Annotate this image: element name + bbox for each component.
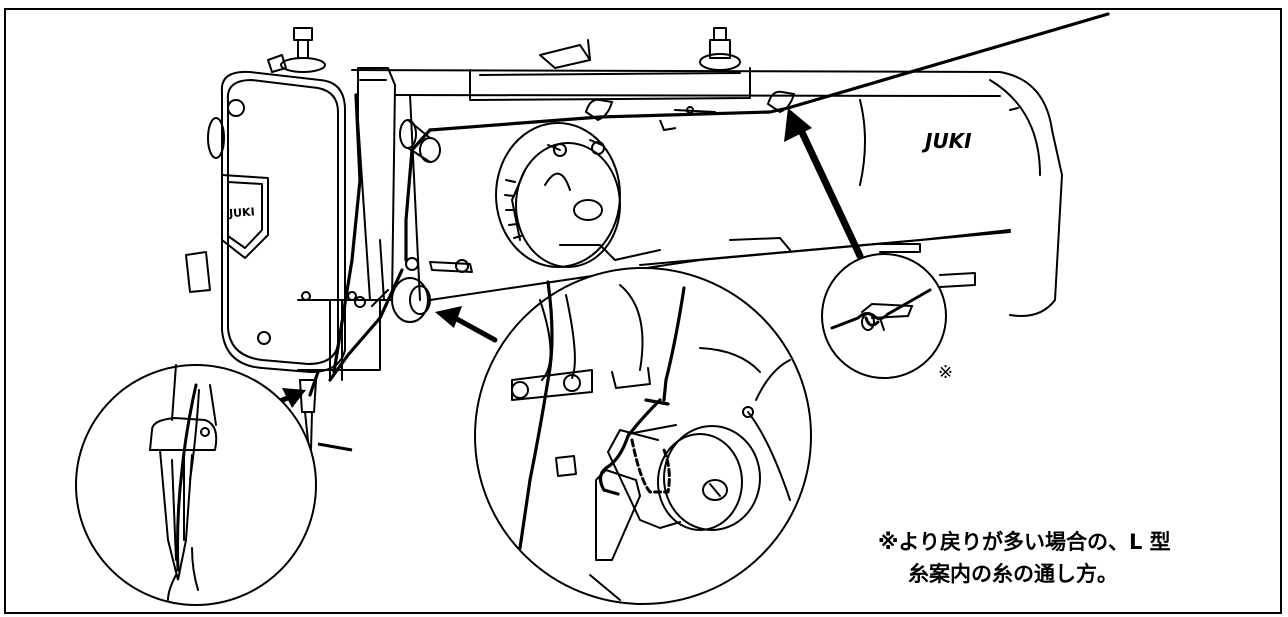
thread-guide-right — [766, 90, 796, 114]
figure-frame — [4, 8, 1282, 614]
reference-mark: ※ — [938, 362, 953, 383]
caption-note-line2: 糸案内の糸の通し方。 — [908, 562, 1118, 586]
thread-guide-left — [584, 98, 614, 122]
machine-arm-top — [351, 69, 1063, 176]
machine-arm-right — [1009, 174, 1063, 317]
face-plate-logo: JUKI — [228, 205, 255, 220]
take-up-lever-cover — [357, 67, 396, 301]
arrow-to-tension — [435, 306, 498, 343]
caption-note: ※より戻りが多い場合の、L 型 糸案内の糸の通し方。 — [878, 526, 1171, 590]
face-plate — [220, 70, 346, 373]
face-plate-shield — [221, 174, 269, 259]
needle-detail-circle — [75, 364, 317, 606]
l-guide-detail-circle — [821, 253, 947, 379]
thread-path — [308, 12, 1110, 397]
top-cover — [469, 67, 751, 101]
tension-detail-circle — [474, 267, 812, 605]
tension-stud — [391, 277, 429, 323]
arm-logo: JUKI — [921, 129, 972, 153]
arrow-to-right-guide — [784, 108, 864, 260]
caption-note-line1: ※より戻りが多い場合の、L 型 — [878, 530, 1171, 554]
